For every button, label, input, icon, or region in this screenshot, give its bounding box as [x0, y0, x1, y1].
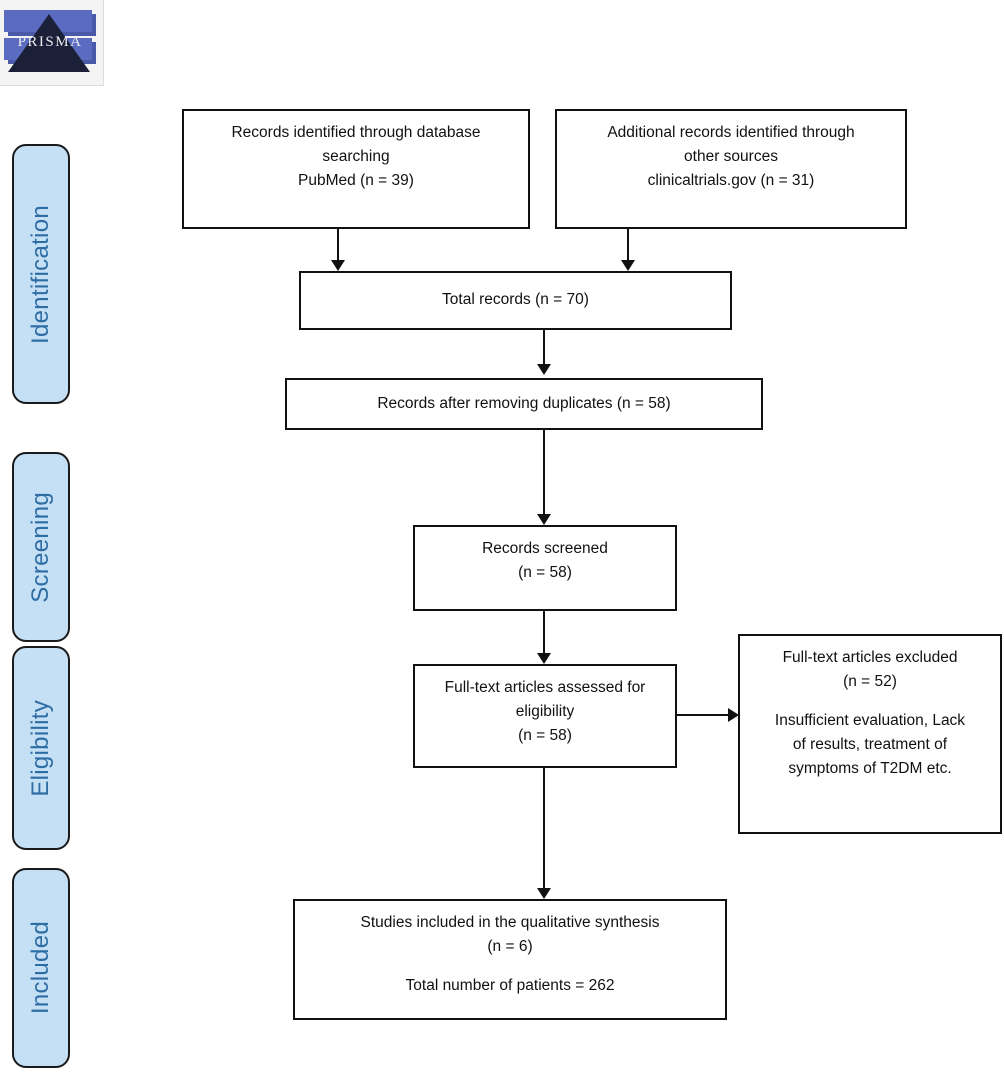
arrow-screened-to-fulltext	[536, 611, 552, 664]
arrow-shaft	[337, 229, 339, 261]
box-line: (n = 58)	[518, 564, 572, 582]
stage-screening: Screening	[12, 452, 70, 642]
box-line: (n = 58)	[518, 727, 572, 745]
box-line: other sources	[684, 148, 778, 166]
box-line-spacer	[303, 959, 717, 974]
arrow-other-sources-to-total	[620, 229, 636, 271]
svg-text:PRISMA: PRISMA	[18, 34, 83, 50]
box-line: searching	[322, 148, 390, 166]
box-line: Records after removing duplicates (n = 5…	[377, 394, 671, 412]
box-line: Total records (n = 70)	[442, 291, 589, 309]
arrow-head	[331, 260, 345, 271]
box-line: (n = 52)	[843, 673, 897, 691]
box-line: Full-text articles assessed for	[444, 679, 646, 696]
box-line: Records identified through database	[231, 124, 481, 141]
stage-included: Included	[12, 868, 70, 1068]
box-studies-included: Studies included in the qualitative synt…	[293, 899, 727, 1020]
arrow-fulltext-to-excluded	[677, 707, 739, 723]
box-fulltext-excluded: Full-text articles excluded (n = 52) Ins…	[738, 634, 1002, 834]
stage-identification: Identification	[12, 144, 70, 404]
box-line: of results, treatment of	[792, 736, 948, 754]
arrow-shaft	[543, 430, 545, 515]
arrow-shaft	[677, 714, 729, 716]
box-line: PubMed (n = 39)	[298, 172, 414, 190]
box-line: Full-text articles excluded	[782, 649, 958, 666]
box-line: (n = 6)	[487, 938, 533, 956]
box-line: Additional records identified through	[607, 124, 855, 141]
prisma-logo-icon: PRISMA	[0, 0, 103, 85]
stage-identification-label: Identification	[27, 204, 54, 344]
arrow-fulltext-to-included	[536, 768, 552, 899]
box-records-screened: Records screened (n = 58)	[413, 525, 677, 611]
box-line: eligibility	[515, 703, 575, 721]
arrow-total-to-duplicates	[536, 330, 552, 375]
box-line: Total number of patients = 262	[405, 977, 615, 995]
stage-screening-label: Screening	[27, 491, 54, 603]
box-records-after-duplicates: Records after removing duplicates (n = 5…	[285, 378, 763, 430]
box-fulltext-assessed: Full-text articles assessed for eligibil…	[413, 664, 677, 768]
stage-eligibility: Eligibility	[12, 646, 70, 850]
box-line: Studies included in the qualitative synt…	[360, 914, 660, 931]
stage-included-label: Included	[27, 921, 54, 1015]
box-records-identified-database: Records identified through database sear…	[182, 109, 530, 229]
arrow-head	[537, 364, 551, 375]
box-line: clinicaltrials.gov (n = 31)	[647, 172, 815, 190]
box-line: Records screened	[482, 540, 608, 557]
box-total-records: Total records (n = 70)	[299, 271, 732, 330]
prisma-logo: PRISMA	[0, 0, 104, 86]
box-line: symptoms of T2DM etc.	[788, 760, 952, 778]
arrow-database-to-total	[330, 229, 346, 271]
box-line: Insufficient evaluation, Lack	[774, 712, 966, 730]
arrow-shaft	[543, 611, 545, 654]
arrow-shaft	[627, 229, 629, 261]
arrow-head	[621, 260, 635, 271]
box-line-spacer	[748, 694, 992, 709]
arrow-head	[728, 708, 739, 722]
arrow-shaft	[543, 330, 545, 365]
arrow-shaft	[543, 768, 545, 889]
stage-eligibility-label: Eligibility	[27, 699, 54, 797]
box-records-identified-other-sources: Additional records identified through ot…	[555, 109, 907, 229]
arrow-head	[537, 888, 551, 899]
arrow-head	[537, 653, 551, 664]
arrow-duplicates-to-screened	[536, 430, 552, 525]
arrow-head	[537, 514, 551, 525]
